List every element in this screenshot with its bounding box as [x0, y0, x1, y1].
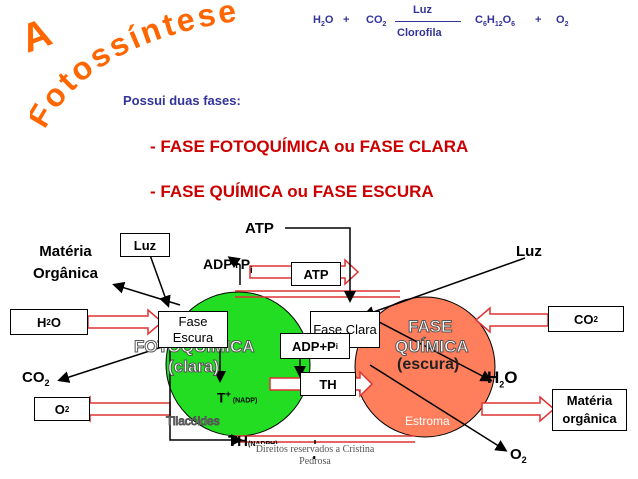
arrow-co2-in	[474, 306, 549, 334]
connector-top	[232, 290, 415, 443]
right-circle-location: Estroma	[405, 414, 450, 428]
phase-escura: - FASE QUÍMICA ou FASE ESCURA	[150, 182, 434, 201]
eq-o2: O2	[556, 14, 569, 29]
label-h2o-right: H2O	[487, 368, 518, 390]
arrow-o2-out	[74, 395, 171, 423]
box-fase-escura: Fase Escura	[158, 311, 228, 348]
eq-light: Luz	[413, 4, 432, 16]
eq-catalyst: Clorofila	[397, 27, 442, 39]
box-materia-organica-right: Matéria orgânica	[552, 389, 627, 431]
right-circle	[354, 296, 496, 438]
label-adp-pi: ADP+Pi	[203, 256, 253, 275]
title-word: Fotossíntese	[20, 0, 260, 140]
eq-plus1: +	[343, 14, 350, 26]
arrow-materia-out	[481, 395, 556, 423]
eq-co2: CO2	[366, 14, 387, 29]
eq-plus2: +	[535, 14, 542, 26]
box-atp: ATP	[291, 262, 341, 286]
copyright-line1: Direitos reservados a Cristina	[255, 444, 375, 456]
right-circle-title2: QUÍMICA	[395, 337, 470, 357]
label-luz-right: Luz	[516, 243, 542, 260]
right-circle-title: FASE	[407, 317, 453, 337]
copyright-notice: Direitos reservados a Cristina Pedrosa	[230, 444, 400, 468]
eq-arrow-line	[395, 21, 461, 22]
title-curve-svg: Fotossíntese	[20, 0, 239, 133]
copyright-line2: Pedrosa	[299, 456, 331, 467]
arrow-h2o-in	[87, 308, 164, 336]
box-luz: Luz	[120, 233, 170, 257]
label-materia-organica-left: Matéria Orgânica	[32, 243, 99, 282]
left-circle-subtitle: (clara)	[167, 357, 220, 377]
equation: H2O + CO2 Luz Clorofila C6H12O6 + O2	[313, 4, 583, 48]
box-th: TH	[300, 372, 356, 396]
label-atp-top: ATP	[245, 220, 274, 237]
right-circle-subtitle: (escura)	[397, 356, 460, 373]
label-co2-left: CO2	[22, 369, 50, 388]
left-circle-location: Tilacóides	[166, 414, 221, 429]
phase-clara: - FASE FOTOQUÍMICA ou FASE CLARA	[150, 137, 469, 156]
label-o2-bottom: O2	[510, 446, 527, 465]
eq-glucose: C6H12O6	[475, 14, 516, 29]
eq-h2o: H2O	[313, 14, 334, 29]
phases-intro: Possui duas fases:	[123, 93, 241, 108]
label-t-nadp: T+ (NADP)	[217, 389, 258, 406]
